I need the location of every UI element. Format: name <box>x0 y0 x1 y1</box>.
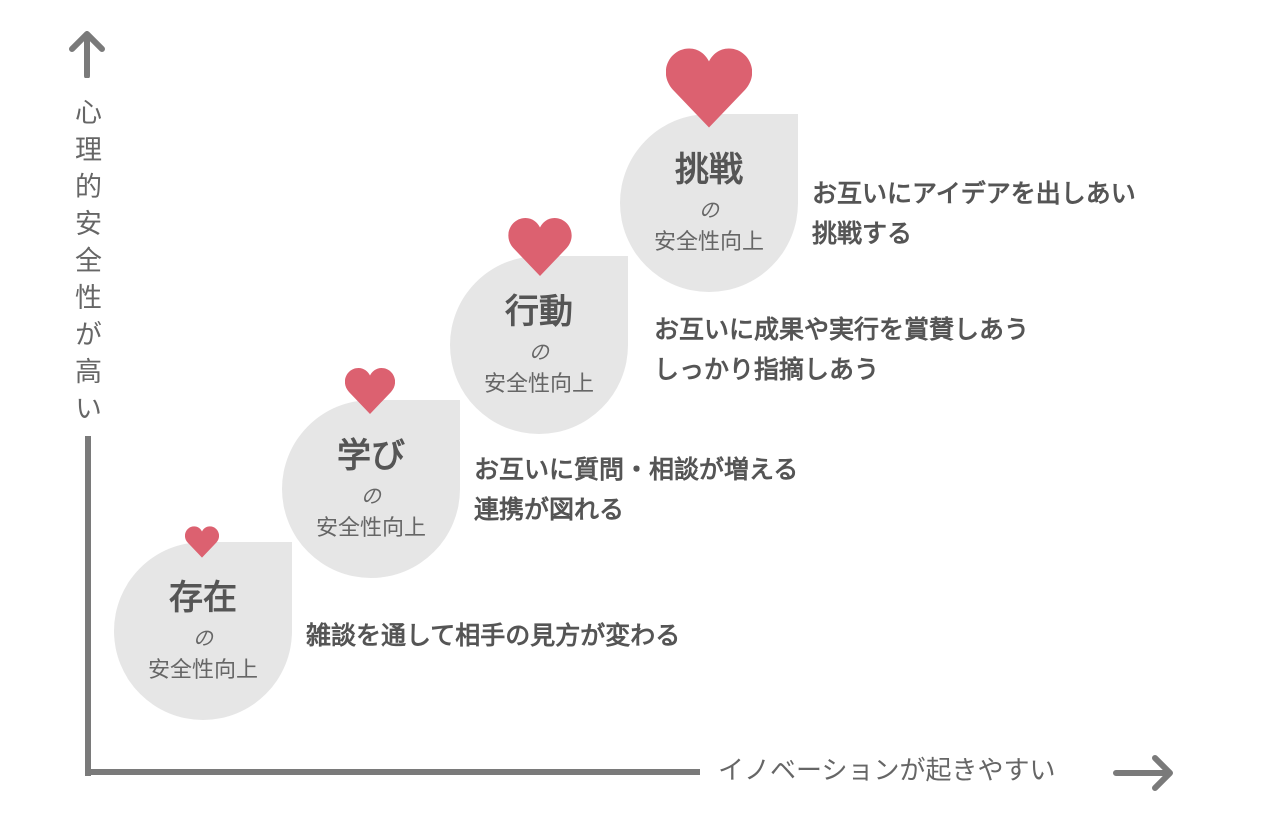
stage-bubble-learning: 学び の 安全性向上 <box>282 400 460 578</box>
up-arrow-icon <box>69 31 105 78</box>
heart-icon <box>345 368 395 414</box>
stage-subtitle: 安全性向上 <box>147 658 258 683</box>
description-line: 雑談を通して相手の見方が変わる <box>306 621 681 650</box>
stage-connector: の <box>699 198 719 222</box>
stage-subtitle: 安全性向上 <box>315 516 426 541</box>
stage-description-action: お互いに成果や実行を賞賛しあう しっかり指摘しあう <box>654 310 1029 390</box>
stage-description-learning: お互いに質問・相談が増える 連携が図れる <box>474 450 798 530</box>
stage-bubble-existence: 存在 の 安全性向上 <box>114 542 292 720</box>
stage-subtitle: 安全性向上 <box>653 230 764 255</box>
description-line: お互いに成果や実行を賞賛しあう <box>654 315 1030 344</box>
right-arrow-icon <box>1113 755 1173 791</box>
x-axis-label: イノベーションが起きやすい <box>718 756 1056 786</box>
description-line: 連携が図れる <box>474 495 625 524</box>
heart-icon <box>185 526 219 558</box>
stage-title: 存在 <box>169 578 237 618</box>
stage-connector: の <box>193 626 213 650</box>
description-line: お互いにアイデアを出しあい <box>812 179 1136 208</box>
description-line: お互いに質問・相談が増える <box>474 455 799 484</box>
heart-icon <box>666 48 752 128</box>
y-axis-label: 心理的安全性が高い <box>70 98 101 431</box>
stage-title: 行動 <box>505 292 573 332</box>
stage-title: 学び <box>337 436 405 476</box>
stage-bubble-action: 行動 の 安全性向上 <box>450 256 628 434</box>
stage-description-existence: 雑談を通して相手の見方が変わる <box>306 616 680 656</box>
description-line: 挑戦する <box>812 219 913 248</box>
stage-subtitle: 安全性向上 <box>483 372 594 397</box>
stage-bubble-challenge: 挑戦 の 安全性向上 <box>620 114 798 292</box>
heart-icon <box>508 218 572 276</box>
stage-description-challenge: お互いにアイデアを出しあい 挑戦する <box>812 174 1136 254</box>
stage-connector: の <box>529 340 549 364</box>
y-axis-line <box>85 436 91 776</box>
x-axis-line <box>85 769 700 775</box>
stage-connector: の <box>361 484 381 508</box>
description-line: しっかり指摘しあう <box>654 355 880 384</box>
stage-title: 挑戦 <box>675 150 743 190</box>
